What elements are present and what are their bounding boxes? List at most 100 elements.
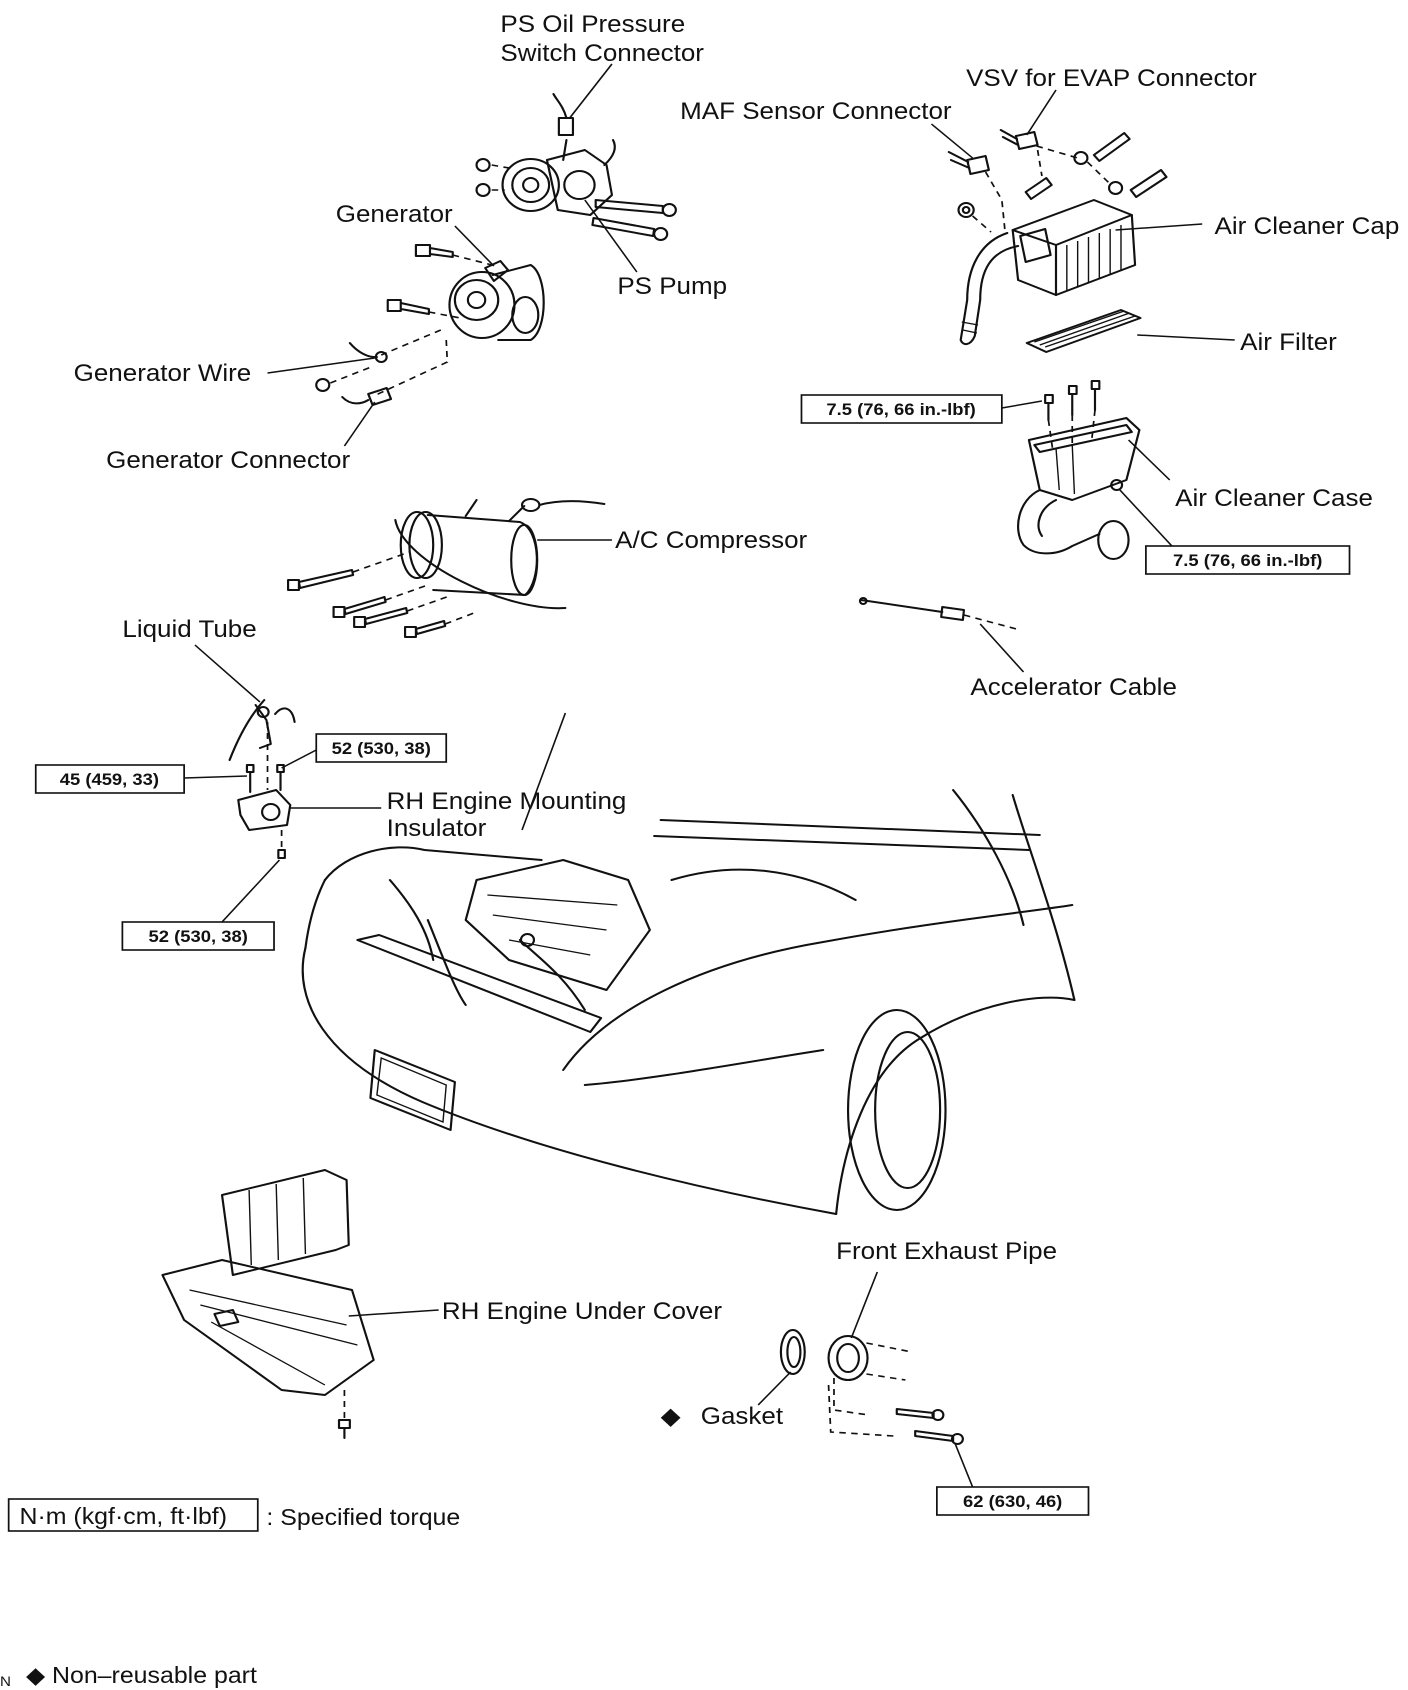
ps-pump-drawing-path [491,164,510,191]
gasket-non-reusable-marker: ◆ [661,1403,682,1430]
rh-engine-under-cover-drawing-path [213,1309,240,1327]
ps-pump-drawing-path [552,93,568,119]
legend-torque-unit: N·m (kgf·cm, ft·lbf) [19,1504,227,1530]
liquid-tube-drawing-path [228,699,266,761]
accelerator-cable-drawing-path [963,614,1021,631]
ps-pump-drawing-circle [661,203,677,217]
rh-engine-under-cover-drawing-path [248,1177,307,1266]
vehicle-front-drawing-path [952,789,1025,926]
label-gasket: Gasket [701,1403,783,1430]
ac-compressor-drawing-ellipse [520,498,541,512]
ac-compressor-drawing-path [444,611,477,625]
label-air-cleaner-case: Air Cleaner Case [1175,485,1373,512]
vsv-connector-drawing-path [1086,161,1111,185]
torque-box-air-cleaner-case-lower-rect [1145,545,1351,575]
leader-lines-path [194,644,261,703]
generator-drawing-circle [466,291,487,309]
generator-drawing-ellipse [511,296,540,334]
maf-sensor-connector-drawing-path [947,151,971,169]
liquid-tube-drawing-circle [256,706,270,718]
air-cleaner-case-drawing-path [1067,385,1078,416]
label-rh-engine-under-cover: RH Engine Under Cover [442,1298,722,1325]
vsv-connector-drawing [999,129,1168,200]
vehicle-front-drawing-path [426,919,467,1006]
leader-lines-path [584,199,638,273]
leader-lines-path [221,859,281,923]
vsv-connector-drawing-path [1129,169,1168,198]
maf-sensor-connector-drawing-path [966,155,990,175]
ac-compressor-drawing-path [538,500,606,506]
vehicle-front-drawing-circle [519,933,536,947]
air-cleaner-cap-drawing-path [961,321,979,334]
ps-pump-drawing-circle [653,227,669,241]
generator-drawing-path [329,365,375,384]
vehicle-front-drawing-path [323,846,543,881]
vehicle-front-drawing-ellipse [874,1031,942,1189]
rh-engine-mounting-insulator-drawing-path [237,789,292,831]
leader-lines-path [1115,223,1203,231]
label-ps-oil-pressure-switch-connector-line2: Switch Connector [500,40,704,67]
vehicle-front-drawing-path [562,904,1074,1071]
ac-compressor-drawing-path [394,519,567,610]
ps-pump-drawing-circle [511,167,551,203]
label-air-filter: Air Filter [1240,329,1337,356]
ps-pump-drawing-path [591,217,656,237]
rh-engine-under-cover-drawing-path [189,1289,358,1386]
rh-engine-under-cover-drawing-path [161,1259,375,1396]
ac-compressor-drawing-path [406,595,450,612]
leader-lines [184,63,1235,1488]
gasket-drawing-ellipse [779,1329,806,1375]
ac-compressor-drawing-path [385,584,429,601]
rh-engine-under-cover-drawing-path [220,1169,350,1276]
torque-box-mounting-insulator-upper-rect [315,733,448,763]
label-liquid-tube: Liquid Tube [122,616,256,643]
vehicle-front-drawing-path [464,859,651,991]
air-cleaner-cap-drawing [957,199,1137,346]
torque-box-air-cleaner-case-upper: 7.5 (76, 66 in.-lbf) [800,394,1003,424]
rh-engine-mounting-insulator-drawing [237,722,292,859]
air-filter-drawing [1025,309,1142,353]
front-exhaust-pipe-drawing-ellipse [827,1335,869,1381]
leader-lines-path [267,357,375,374]
torque-box-air-cleaner-case-lower: 7.5 (76, 66 in.-lbf) [1145,545,1351,575]
generator-drawing-path [484,260,510,282]
label-air-cleaner-cap: Air Cleaner Cap [1215,213,1400,240]
maf-sensor-connector-drawing [947,151,1006,233]
air-cleaner-case-drawing-path [1027,417,1141,501]
front-exhaust-pipe-drawing-path [914,1430,955,1442]
rh-engine-under-cover-drawing-path [337,1419,351,1439]
ac-compressor-drawing [287,498,606,638]
vehicle-front-drawing-path [1011,794,1076,1001]
vsv-connector-drawing-circle [1073,151,1089,165]
accelerator-cable-drawing-path [940,606,966,621]
accelerator-cable-drawing [858,597,1021,631]
generator-drawing-path [380,329,442,356]
generator-drawing-path [367,387,393,406]
leader-lines-path [850,1271,879,1339]
air-cleaner-case-drawing-path [1090,380,1101,411]
vsv-connector-drawing-circle [1107,181,1124,195]
generator-drawing-path [373,339,449,397]
leader-lines-path [184,775,247,779]
leader-lines-path [954,1443,974,1488]
air-cleaner-cap-drawing-path [1066,225,1122,290]
vehicle-front-drawing-path [369,1049,456,1131]
legend-non-reusable-marker: ◆ [26,1663,46,1689]
torque-value: 7.5 (76, 66 in.-lbf) [826,400,975,419]
label-vsv-for-evap-connector: VSV for EVAP Connector [966,65,1257,92]
air-filter-drawing-path [1025,309,1142,353]
air-cleaner-case-drawing-path [1017,489,1101,555]
ps-pump-drawing-circle [522,177,540,193]
torque-box-front-exhaust-pipe-rect [935,1486,1090,1516]
leader-lines-path [757,1371,792,1406]
generator-drawing-path [491,264,545,341]
ac-compressor-drawing-path [287,569,355,591]
air-cleaner-cap-drawing-path [1019,228,1052,263]
torque-box-front-exhaust-pipe: 62 (630, 46) [935,1486,1090,1516]
air-cleaner-cap-drawing-path [959,232,1020,346]
ps-pump-drawing [475,93,677,241]
generator-drawing-path [452,254,497,267]
rh-engine-mounting-insulator-drawing-path [245,764,255,793]
generator-drawing-path [414,244,454,258]
